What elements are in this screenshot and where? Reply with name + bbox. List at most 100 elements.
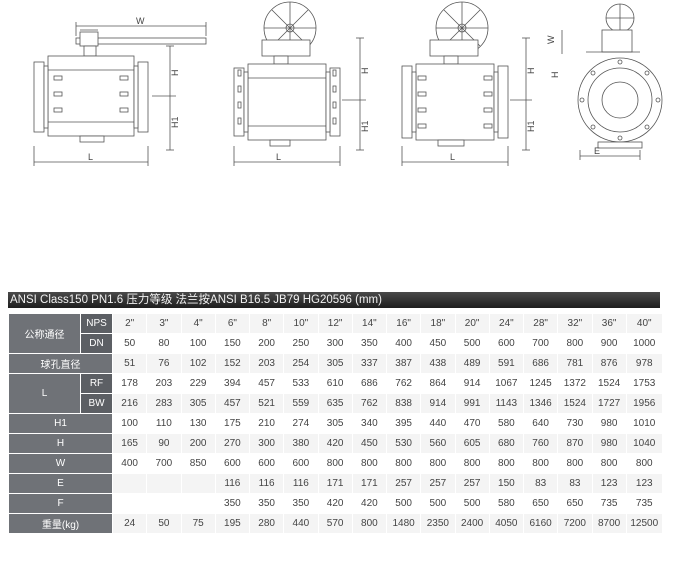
table-cell: 686: [522, 353, 559, 374]
drawing-end-view: W H E: [546, 3, 663, 160]
table-cell: 560: [420, 433, 456, 454]
table-cell: 75: [180, 513, 216, 534]
table-cell: 980: [591, 433, 627, 454]
table-cell: 500: [420, 493, 456, 514]
dim-h-4: H: [550, 72, 560, 79]
table-cell: 123: [591, 473, 627, 494]
table-cell: 32": [557, 313, 593, 334]
table-cell: 283: [146, 393, 182, 414]
table-cell: 216: [111, 393, 148, 414]
table-cell: 1753: [625, 373, 663, 394]
table-cell: 760: [522, 433, 559, 454]
table-cell: 580: [488, 493, 525, 514]
row-label: L: [8, 373, 81, 414]
table-cell: 400: [111, 453, 148, 474]
table-cell: 1000: [625, 333, 663, 354]
table-cell: 530: [385, 433, 422, 454]
table-cell: 680: [488, 433, 525, 454]
table-cell: 150: [488, 473, 525, 494]
table-cell: 380: [283, 433, 319, 454]
table-cell: 257: [385, 473, 422, 494]
table-cell: 171: [351, 473, 388, 494]
table-cell: 36": [591, 313, 627, 334]
table-cell: 116: [283, 473, 319, 494]
row-label: 公称通径: [8, 313, 81, 354]
row-sublabel: DN: [80, 333, 113, 354]
table-cell: 18": [420, 313, 456, 334]
row-label: W: [8, 453, 113, 474]
table-cell: 270: [214, 433, 251, 454]
table-cell: 210: [248, 413, 285, 434]
valve-drawings: W H H1: [0, 0, 673, 175]
row-label: F: [8, 493, 113, 514]
table-cell: 800: [385, 453, 422, 474]
table-cell: 559: [283, 393, 319, 414]
table-cell: 200: [248, 333, 285, 354]
dim-h1-1: H1: [170, 116, 180, 128]
table-cell: 12500: [625, 513, 663, 534]
table-cell: 800: [317, 453, 353, 474]
table-cell: 800: [557, 453, 593, 474]
table-cell: 735: [625, 493, 663, 514]
table-cell: 591: [488, 353, 525, 374]
table-cell: 1346: [522, 393, 559, 414]
table-cell: 350: [283, 493, 319, 514]
table-cell: 864: [420, 373, 456, 394]
table-cell: 610: [317, 373, 353, 394]
table-cell: 1524: [591, 373, 627, 394]
row-label: H: [8, 433, 113, 454]
table-cell: 2400: [454, 513, 490, 534]
table-cell: 650: [557, 493, 593, 514]
table-cell: 450: [420, 333, 456, 354]
table-cell: 762: [351, 393, 388, 414]
drawing-gear-valve-1: H H1 L: [233, 1, 370, 166]
table-cell: 280: [248, 513, 285, 534]
table-cell: [146, 493, 182, 514]
table-cell: 1067: [488, 373, 525, 394]
table-cell: 340: [351, 413, 388, 434]
table-cell: 735: [591, 493, 627, 514]
table-cell: 100: [180, 333, 216, 354]
table-cell: 1524: [557, 393, 593, 414]
table-cell: 800: [351, 513, 388, 534]
table-cell: 100: [111, 413, 148, 434]
table-cell: 200: [180, 433, 216, 454]
table-cell: 850: [180, 453, 216, 474]
table-cell: 10": [283, 313, 319, 334]
table-cell: 3": [146, 313, 182, 334]
table-cell: 50: [146, 513, 182, 534]
table-cell: 175: [214, 413, 251, 434]
table-cell: 600: [283, 453, 319, 474]
table-cell: 116: [214, 473, 251, 494]
row-label: H1: [8, 413, 113, 434]
table-cell: 254: [283, 353, 319, 374]
table-cell: 14": [351, 313, 388, 334]
table-cell: 203: [146, 373, 182, 394]
table-cell: 4": [180, 313, 216, 334]
table-cell: 605: [454, 433, 490, 454]
table-cell: 350: [214, 493, 251, 514]
table-cell: 305: [317, 413, 353, 434]
table-cell: 7200: [557, 513, 593, 534]
table-cell: 440: [283, 513, 319, 534]
table-cell: 570: [317, 513, 353, 534]
table-cell: [180, 473, 216, 494]
table-cell: 800: [522, 453, 559, 474]
table-cell: 83: [557, 473, 593, 494]
table-cell: 90: [146, 433, 182, 454]
dim-l-3: L: [450, 152, 455, 162]
table-cell: 635: [317, 393, 353, 414]
table-cell: 991: [454, 393, 490, 414]
table-cell: 1143: [488, 393, 525, 414]
table-cell: 457: [214, 393, 251, 414]
table-cell: 600: [248, 453, 285, 474]
table-cell: 171: [317, 473, 353, 494]
table-cell: 640: [522, 413, 559, 434]
table-cell: [111, 473, 148, 494]
table-cell: 300: [317, 333, 353, 354]
table-cell: 305: [180, 393, 216, 414]
